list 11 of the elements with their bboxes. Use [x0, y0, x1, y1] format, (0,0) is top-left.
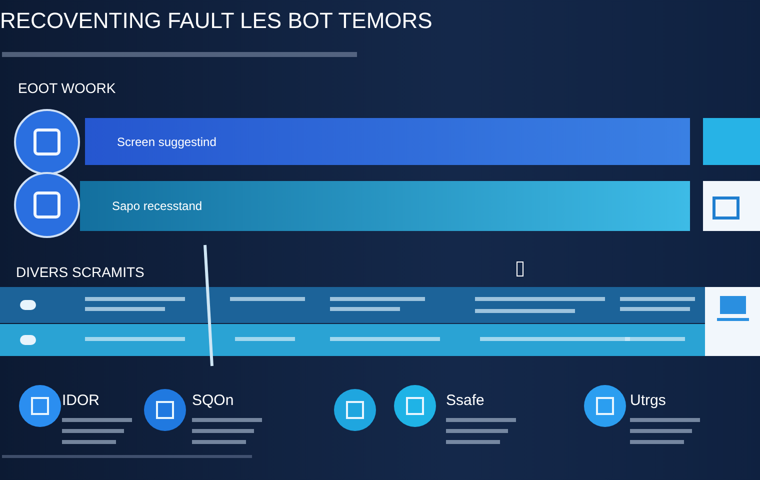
bar — [80, 181, 690, 231]
bar-label: Screen suggestind — [117, 134, 216, 148]
heading: DIVERS SCRAMITS — [16, 264, 144, 280]
title: RECOVENTING FAULT LES BOT TEMORS — [0, 8, 432, 34]
heading: Utrgs — [630, 392, 666, 409]
bar-label: Sapo recesstand — [112, 199, 202, 213]
heading: EOOT WOORK — [18, 80, 116, 96]
heading: Ssafe — [446, 392, 484, 409]
heading: IDOR — [62, 392, 100, 409]
heading: SQOn — [192, 392, 234, 409]
bar — [85, 118, 690, 165]
